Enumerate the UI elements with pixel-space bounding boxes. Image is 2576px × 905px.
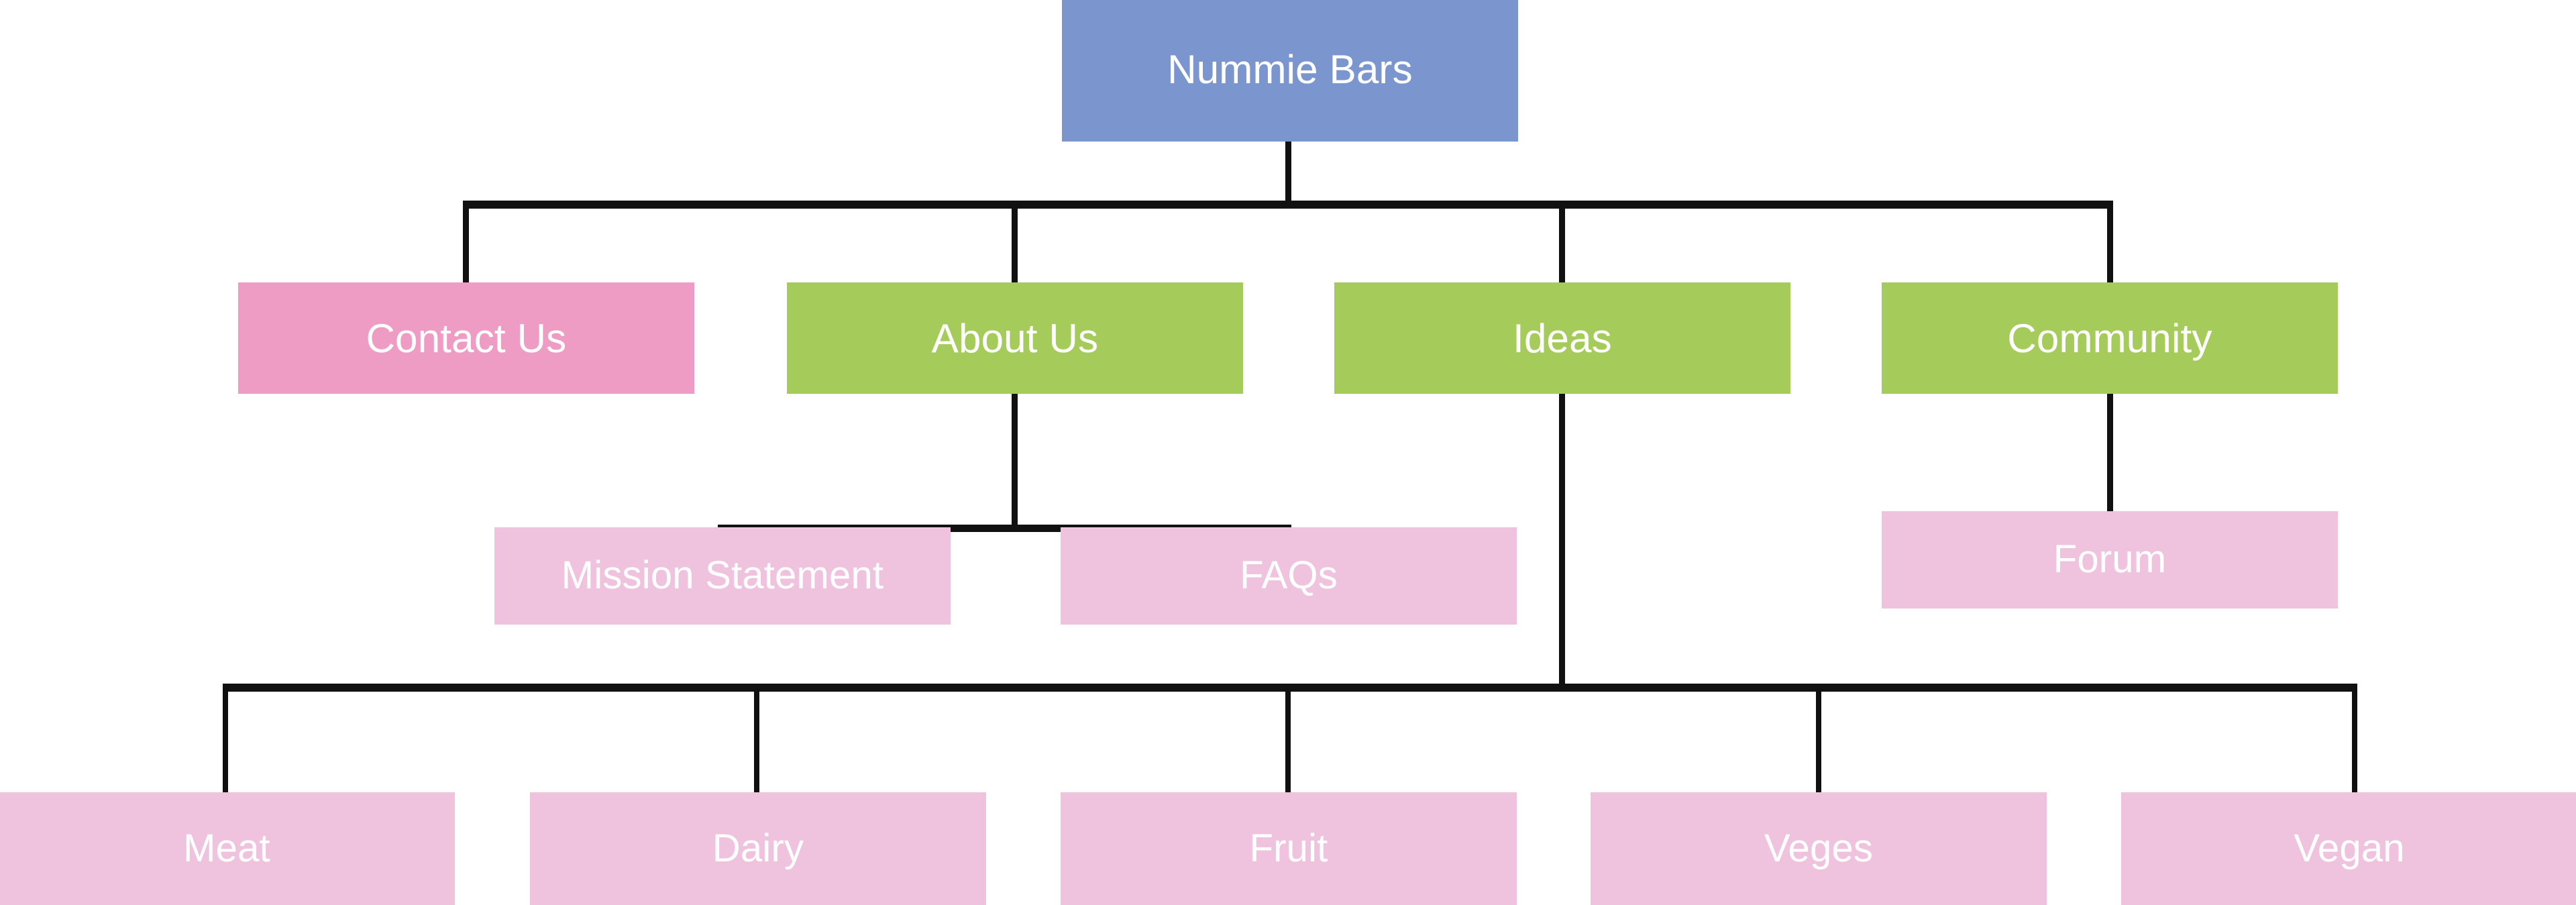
connector-ideas-stem — [1559, 392, 1565, 690]
connector-drop-contact-us — [463, 205, 469, 284]
connector-drop-about-us — [1012, 205, 1018, 284]
node-about-us[interactable]: About Us — [787, 282, 1243, 394]
connector-drop-forum — [2107, 392, 2113, 513]
node-label-contact-us: Contact Us — [366, 315, 567, 361]
node-nummie-bars[interactable]: Nummie Bars — [1062, 0, 1518, 142]
node-label-faqs: FAQs — [1240, 553, 1338, 598]
node-veges[interactable]: Veges — [1591, 792, 2047, 905]
node-label-community: Community — [2007, 315, 2212, 361]
node-vegan[interactable]: Vegan — [2121, 792, 2576, 905]
node-community[interactable]: Community — [1882, 282, 2338, 394]
connector-drop-veges — [1816, 688, 1821, 795]
node-forum[interactable]: Forum — [1882, 511, 2338, 608]
node-label-fruit: Fruit — [1249, 826, 1328, 870]
node-contact-us[interactable]: Contact Us — [238, 282, 694, 394]
node-dairy[interactable]: Dairy — [530, 792, 986, 905]
connector-drop-meat — [223, 688, 228, 795]
node-label-nummie-bars: Nummie Bars — [1167, 47, 1413, 92]
connector-drop-ideas — [1559, 205, 1565, 284]
connector-about-us-bar — [718, 525, 1291, 532]
connector-drop-community — [2107, 205, 2113, 284]
connector-drop-fruit — [1285, 688, 1291, 795]
node-label-mission-statement: Mission Statement — [561, 553, 884, 598]
connector-drop-vegan — [2352, 688, 2357, 795]
node-label-ideas: Ideas — [1513, 315, 1612, 361]
node-label-forum: Forum — [2053, 537, 2167, 582]
connector-drop-dairy — [754, 688, 759, 795]
node-label-meat: Meat — [183, 826, 270, 870]
node-label-about-us: About Us — [931, 315, 1099, 361]
node-ideas[interactable]: Ideas — [1334, 282, 1790, 394]
connector-about-us-stem — [1012, 392, 1018, 529]
node-faqs[interactable]: FAQs — [1061, 527, 1517, 625]
node-meat[interactable]: Meat — [0, 792, 455, 905]
node-label-veges: Veges — [1764, 826, 1874, 870]
node-fruit[interactable]: Fruit — [1061, 792, 1517, 905]
node-mission-statement[interactable]: Mission Statement — [494, 527, 951, 625]
node-label-dairy: Dairy — [712, 826, 804, 870]
connector-root-stem — [1285, 141, 1291, 205]
node-label-vegan: Vegan — [2294, 826, 2405, 870]
connector-level1-bar — [463, 201, 2113, 209]
